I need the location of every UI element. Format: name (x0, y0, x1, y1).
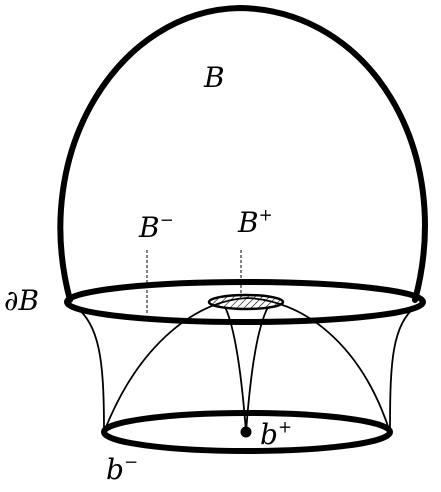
neck-right (389, 304, 418, 433)
dome-arc (103, 297, 391, 433)
boundary-ellipse-dB (64, 279, 426, 325)
sphere-B-outline (57, 4, 428, 303)
label-boundary-B: ∂B (4, 284, 40, 317)
label-b-minus: b− (106, 451, 138, 486)
neck-left (73, 304, 105, 433)
point-b-plus (240, 426, 252, 438)
label-B-plus: B+ (238, 204, 273, 239)
label-b-plus: b+ (260, 416, 292, 451)
funnel-left (224, 306, 247, 433)
label-B-minus: B− (139, 209, 174, 244)
funnel-right (245, 306, 269, 433)
disk-B-plus (207, 293, 285, 311)
label-B: B (204, 61, 225, 94)
